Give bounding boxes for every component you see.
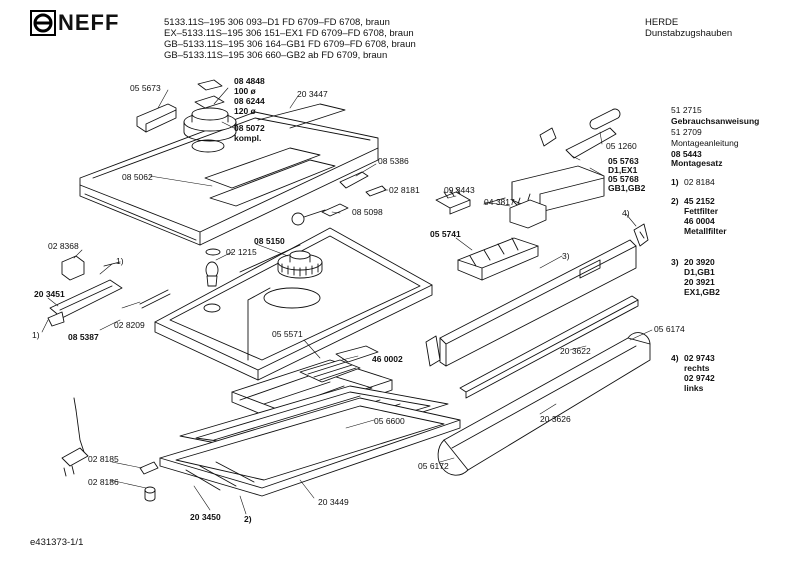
label-055741: 05 5741 [430, 229, 461, 239]
note-512715-text: Gebrauchsanweisung [671, 116, 760, 126]
label-d1ex1: D1,EX1 [608, 165, 638, 175]
trim-strip-drawing [459, 295, 639, 399]
neff-emblem-icon [30, 10, 56, 36]
connector-drawing [435, 187, 547, 229]
header-model-line-3: GB–5133.11S–195 306 164–GB1 FD 6709–FD 6… [164, 39, 416, 50]
label-203451: 20 3451 [34, 289, 65, 299]
switch-assembly-drawing [483, 108, 621, 213]
label-028181: 02 8181 [389, 185, 420, 195]
label-460002: 46 0002 [372, 354, 403, 364]
label-055763: 05 5763 [608, 156, 639, 166]
small-parts-drawing [291, 171, 387, 226]
hood-housing-drawing [79, 103, 379, 246]
footnote-2-code2: 46 0004 [684, 216, 715, 226]
label-028209: 02 8209 [114, 320, 145, 330]
label-kompl: kompl. [234, 133, 262, 143]
label-028185: 02 8185 [88, 454, 119, 464]
exhaust-collar-drawing [183, 79, 237, 153]
front-cover-drawing [437, 332, 651, 476]
label-051260: 05 1260 [606, 141, 637, 151]
label-028186: 02 8186 [88, 477, 119, 487]
note-085443-text: Montagesatz [671, 158, 723, 168]
power-cord-drawing [61, 397, 159, 502]
filter-cassettes-drawing [159, 345, 461, 497]
label-callout-2: 2) [244, 514, 252, 524]
label-203626: 20 3626 [540, 414, 571, 424]
label-100: 100 ø [234, 86, 256, 96]
label-043817: 04 3817 [484, 197, 515, 207]
label-203447: 20 3447 [297, 89, 328, 99]
footnote-3-code: 20 3920 [684, 257, 715, 267]
label-085387: 08 5387 [68, 332, 99, 342]
footnote-3-num: 3) [671, 257, 679, 267]
header-model-line-2: EX–5133.11S–195 306 151–EX1 FD 6709–FD 6… [164, 28, 414, 39]
label-056600: 05 6600 [374, 416, 405, 426]
footnote-4-text: rechts [684, 363, 710, 373]
label-callout-1b: 1) [32, 330, 40, 340]
footnote-4-code2: 02 9742 [684, 373, 715, 383]
brand-name: NEFF [58, 10, 120, 35]
label-085150: 08 5150 [254, 236, 285, 246]
footnote-4-num: 4) [671, 353, 679, 363]
label-056174: 05 6174 [654, 324, 685, 334]
label-085072: 08 5072 [234, 123, 265, 133]
lower-tray-drawing [154, 227, 433, 381]
footnote-2-text: Fettfilter [684, 206, 718, 216]
label-callout-1a: 1) [116, 256, 124, 266]
label-093443: 09 3443 [444, 185, 475, 195]
brand-logo: NEFF [30, 10, 142, 36]
label-028368: 02 8368 [48, 241, 79, 251]
footnote-3-text: D1,GB1 [684, 267, 715, 277]
label-gb1gb2: GB1,GB2 [608, 183, 646, 193]
label-085098: 08 5098 [352, 207, 383, 217]
label-203622: 20 3622 [560, 346, 591, 356]
footnote-2-code: 45 2152 [684, 196, 715, 206]
footnote-1-num: 1) [671, 177, 679, 187]
label-056172: 05 6172 [418, 461, 449, 471]
label-055768: 05 5768 [608, 174, 639, 184]
bracket-055673-drawing [136, 103, 177, 133]
category-line-2: Dunstabzugshauben [645, 28, 733, 39]
note-512709-code: 51 2709 [671, 127, 702, 137]
note-512715-code: 51 2715 [671, 105, 702, 115]
footnote-4-text2: links [684, 383, 704, 393]
label-021215: 02 1215 [226, 247, 257, 257]
header-model-line-1: 5133.11S–195 306 093–D1 FD 6709–FD 6708,… [164, 17, 390, 28]
front-panel-drawing [425, 223, 649, 367]
footnote-2-text2: Metallfilter [684, 226, 727, 236]
header-model-line-4: GB–5133.11S–195 306 660–GB2 ab FD 6709, … [164, 50, 388, 61]
note-512709-text: Montageanleitung [671, 138, 739, 148]
label-203449: 20 3449 [318, 497, 349, 507]
fan-motor-drawing [277, 250, 323, 279]
footnote-3-code2: 20 3921 [684, 277, 715, 287]
leader-lines [41, 87, 653, 515]
label-callout-4: 4) [622, 208, 630, 218]
footnote-4-code: 02 9743 [684, 353, 715, 363]
label-085062: 08 5062 [122, 172, 153, 182]
category-line-1: HERDE [645, 17, 679, 28]
footnote-1-code: 02 8184 [684, 177, 715, 187]
label-203450: 20 3450 [190, 512, 221, 522]
label-086244: 08 6244 [234, 96, 265, 106]
label-120: 120 ø [234, 106, 256, 116]
lamp-drawing [205, 248, 221, 287]
label-callout-3: 3) [562, 251, 570, 261]
footnote-3-text2: EX1,GB2 [684, 287, 720, 297]
label-055673: 05 5673 [130, 83, 161, 93]
footer-code: e431373-1/1 [30, 537, 84, 548]
label-055571: 05 5571 [272, 329, 303, 339]
label-084848: 08 4848 [234, 76, 265, 86]
note-085443-code: 08 5443 [671, 149, 702, 159]
left-small-parts-drawing [47, 255, 171, 327]
switch-block-drawing [457, 237, 539, 281]
label-085386: 08 5386 [378, 156, 409, 166]
footnote-2-num: 2) [671, 196, 679, 206]
